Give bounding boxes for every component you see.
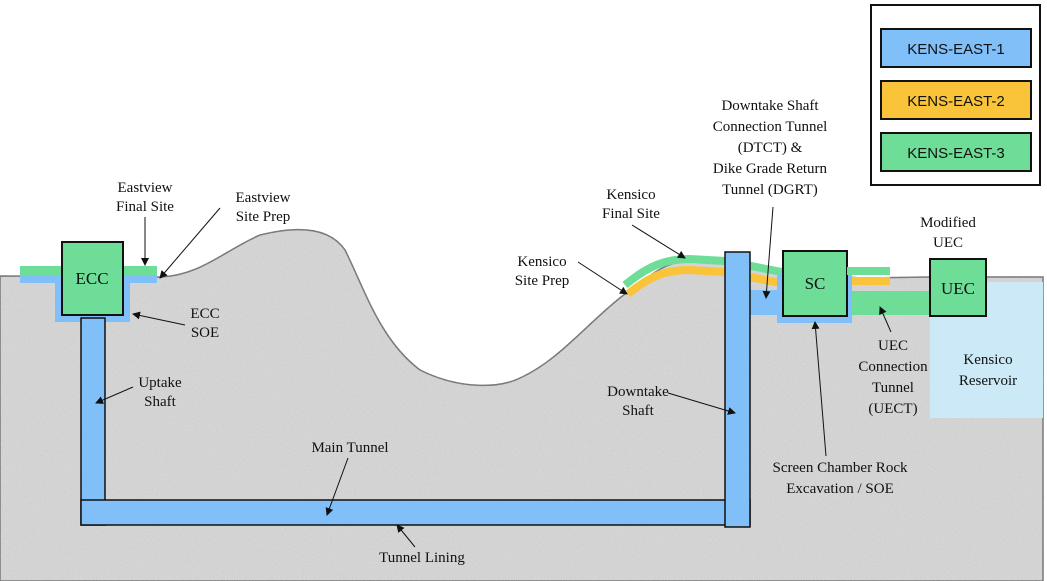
svg-text:Final Site: Final Site — [602, 206, 660, 222]
label-tunnel-lining: Tunnel Lining — [379, 524, 465, 566]
svg-text:Site Prep: Site Prep — [236, 209, 291, 225]
legend-item-kens-east-2: KENS-EAST-2 — [880, 80, 1032, 120]
ecc-box — [61, 241, 124, 316]
svg-text:Tunnel: Tunnel — [872, 380, 914, 396]
svg-text:Downtake: Downtake — [607, 384, 669, 400]
label-ecc-soe: ECC SOE — [132, 306, 220, 341]
svg-text:(UECT): (UECT) — [868, 401, 917, 417]
svg-text:Downtake Shaft: Downtake Shaft — [721, 98, 819, 114]
svg-text:SOE: SOE — [191, 325, 219, 341]
svg-text:Uptake: Uptake — [138, 375, 182, 391]
svg-text:ECC: ECC — [190, 306, 219, 322]
main-tunnel — [80, 499, 751, 526]
label-kensico-final: Kensico Final Site — [602, 187, 686, 259]
svg-text:Dike Grade Return: Dike Grade Return — [713, 161, 828, 177]
svg-text:Main Tunnel: Main Tunnel — [311, 440, 388, 456]
svg-text:KENS-EAST-1: KENS-EAST-1 — [907, 41, 1005, 58]
label-main-tunnel: Main Tunnel — [311, 440, 389, 516]
legend-item-kens-east-1: KENS-EAST-1 — [880, 28, 1032, 68]
final-strip-east — [847, 267, 890, 275]
label-kensico-prep: Kensico Site Prep — [515, 254, 628, 295]
svg-text:Modified: Modified — [920, 215, 976, 231]
svg-text:Connection: Connection — [858, 359, 928, 375]
svg-text:Kensico: Kensico — [963, 352, 1012, 368]
uec-box — [929, 258, 987, 317]
prep-strip-east — [852, 277, 890, 285]
svg-text:UEC: UEC — [878, 338, 908, 354]
svg-text:Tunnel (DGRT): Tunnel (DGRT) — [722, 182, 818, 198]
svg-text:KENS-EAST-2: KENS-EAST-2 — [907, 93, 1005, 110]
sc-box — [782, 250, 848, 317]
label-eastview-final: Eastview Final Site — [116, 180, 174, 266]
kensico-final-site — [622, 254, 783, 289]
svg-text:Screen Chamber Rock: Screen Chamber Rock — [773, 460, 908, 476]
svg-text:(DTCT) &: (DTCT) & — [738, 140, 803, 156]
svg-text:Eastview: Eastview — [236, 190, 291, 206]
label-uptake-shaft: Uptake Shaft — [95, 375, 182, 410]
label-screen-chamber: Screen Chamber Rock Excavation / SOE — [773, 321, 908, 497]
svg-text:Excavation / SOE: Excavation / SOE — [786, 481, 893, 497]
label-eastview-prep: Eastview Site Prep — [159, 190, 291, 279]
svg-text:KENS-EAST-3: KENS-EAST-3 — [907, 145, 1005, 162]
svg-text:Eastview: Eastview — [118, 180, 173, 196]
uptake-shaft — [80, 317, 106, 526]
svg-text:Kensico: Kensico — [606, 187, 655, 203]
svg-text:Tunnel Lining: Tunnel Lining — [379, 550, 465, 566]
svg-text:UEC: UEC — [933, 235, 963, 251]
downtake-shaft — [724, 251, 751, 528]
sc-label: SC — [805, 274, 826, 293]
uec-label: UEC — [941, 279, 975, 298]
label-downtake-shaft: Downtake Shaft — [607, 384, 736, 419]
svg-text:Shaft: Shaft — [144, 394, 176, 410]
svg-text:Kensico: Kensico — [517, 254, 566, 270]
ecc-label: ECC — [75, 269, 108, 288]
svg-text:Reservoir: Reservoir — [959, 373, 1017, 389]
svg-text:Final Site: Final Site — [116, 199, 174, 215]
legend: KENS-EAST-1 KENS-EAST-2 KENS-EAST-3 — [870, 4, 1041, 186]
label-modified-uec: Modified UEC — [920, 215, 976, 251]
label-uect: UEC Connection Tunnel (UECT) — [858, 306, 928, 417]
uec-connection-tunnel — [852, 291, 930, 315]
legend-item-kens-east-3: KENS-EAST-3 — [880, 132, 1032, 172]
svg-text:Shaft: Shaft — [622, 403, 654, 419]
kensico-site-prep — [625, 265, 781, 298]
label-kensico-reservoir: Kensico Reservoir — [959, 352, 1017, 389]
svg-text:Connection Tunnel: Connection Tunnel — [713, 119, 828, 135]
label-dtct-dgrt: Downtake Shaft Connection Tunnel (DTCT) … — [713, 98, 828, 299]
svg-text:Site Prep: Site Prep — [515, 273, 570, 289]
